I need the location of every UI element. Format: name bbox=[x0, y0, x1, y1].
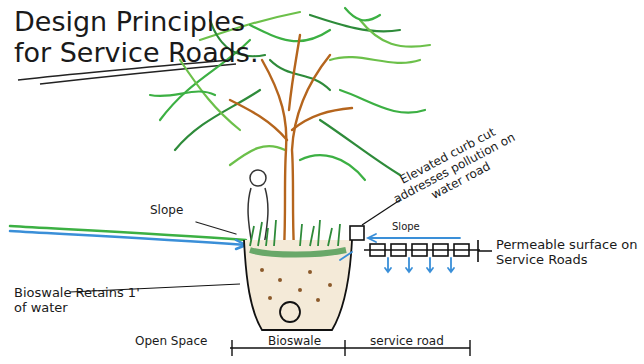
open-space-ground bbox=[10, 222, 246, 249]
branch-stroke bbox=[230, 100, 287, 140]
leaf-stroke bbox=[360, 20, 430, 47]
section-label: Bioswale bbox=[268, 335, 343, 349]
service-road bbox=[350, 200, 492, 262]
basin-outline bbox=[244, 240, 352, 330]
soil-dot bbox=[268, 296, 272, 300]
slope-label: Slope bbox=[150, 204, 210, 218]
slope-label: Slope bbox=[392, 221, 442, 233]
infiltration-arrows bbox=[340, 234, 460, 272]
leaf-stroke bbox=[300, 155, 365, 180]
infiltration-arrow bbox=[406, 258, 412, 272]
leaf-stroke bbox=[230, 146, 285, 165]
infiltration-arrow bbox=[427, 258, 433, 272]
paver bbox=[391, 244, 406, 256]
person-head bbox=[250, 170, 266, 186]
leaf-stroke bbox=[330, 57, 420, 63]
infiltration-arrow bbox=[448, 258, 454, 272]
soil-dot bbox=[328, 283, 332, 287]
leaf-stroke bbox=[250, 25, 330, 41]
soil-dot bbox=[260, 268, 264, 272]
paver bbox=[433, 244, 448, 256]
leaf-stroke bbox=[180, 60, 240, 130]
label-bracket bbox=[478, 240, 492, 262]
infiltration-arrow bbox=[340, 252, 352, 260]
title-text: Design Principles for Service Roads. bbox=[14, 6, 264, 68]
road-line bbox=[364, 249, 480, 251]
curb-note: Elevated curb cut addresses pollution on… bbox=[372, 112, 537, 226]
bioswale-basin bbox=[244, 220, 352, 330]
planting-layer bbox=[250, 250, 346, 255]
surface-note: Permeable surface on Service Roads bbox=[496, 238, 641, 268]
trunk-stroke bbox=[262, 60, 286, 250]
leaf-stroke bbox=[345, 8, 380, 20]
soil-dot bbox=[278, 278, 282, 282]
bioswale-note: Bioswale Retains 1' of water bbox=[14, 286, 144, 316]
leaf-stroke bbox=[340, 90, 425, 113]
branch-stroke bbox=[292, 108, 352, 130]
grass-blades bbox=[250, 220, 340, 246]
drain-pipe bbox=[280, 302, 300, 322]
leaf-stroke bbox=[175, 90, 260, 150]
curb-cut bbox=[350, 226, 364, 240]
runoff-line bbox=[10, 231, 246, 245]
section-label: Open Space bbox=[135, 335, 230, 349]
soil-dot bbox=[316, 298, 320, 302]
paver bbox=[370, 244, 385, 256]
soil-dot bbox=[298, 288, 302, 292]
slope-leader bbox=[196, 222, 236, 234]
leaf-stroke bbox=[320, 120, 400, 175]
paver bbox=[454, 244, 469, 256]
soil-dots bbox=[260, 268, 332, 302]
branch-stroke bbox=[289, 35, 300, 110]
paver bbox=[412, 244, 427, 256]
infiltration-arrow bbox=[385, 258, 391, 272]
leaf-stroke bbox=[150, 91, 215, 96]
soil-dot bbox=[308, 270, 312, 274]
section-label: service road bbox=[370, 335, 470, 349]
leaf-stroke bbox=[270, 60, 330, 90]
slope-arrow bbox=[368, 234, 460, 242]
trunk-stroke bbox=[292, 55, 330, 250]
person-figure bbox=[248, 170, 268, 245]
